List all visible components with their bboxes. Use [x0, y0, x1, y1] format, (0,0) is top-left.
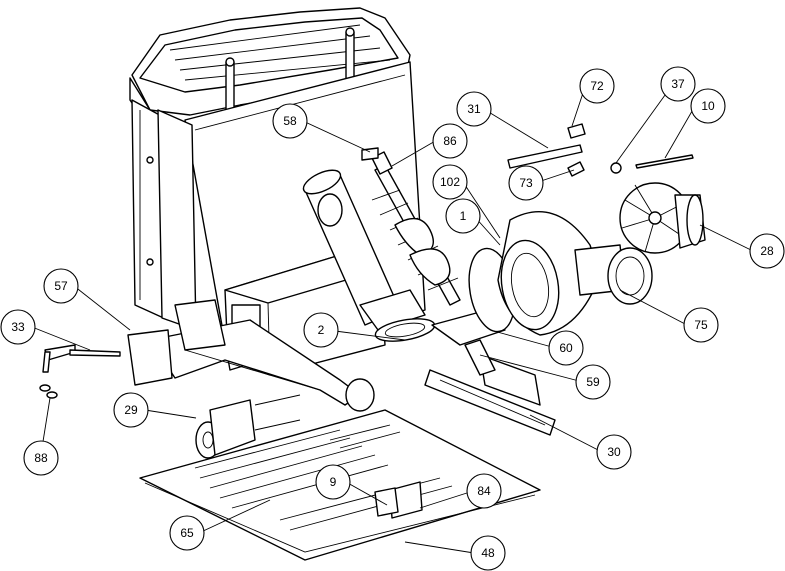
caps-88 [39, 384, 58, 399]
callout-33: 33 [0, 309, 36, 345]
callout-88: 88 [23, 440, 59, 476]
callout-57: 57 [43, 268, 79, 304]
callout-label: 65 [180, 526, 194, 540]
callout-label: 73 [519, 176, 533, 190]
base-rail [424, 339, 556, 436]
auger-screw [371, 151, 461, 306]
combustion-fan [619, 182, 706, 254]
callout-label: 57 [54, 279, 68, 293]
callout-58: 58 [272, 103, 308, 139]
small-parts [361, 123, 694, 177]
callout-30: 30 [596, 434, 632, 470]
leader-lines [31, 83, 754, 554]
callout-86: 86 [432, 123, 468, 159]
callout-label: 9 [330, 475, 337, 489]
callout-1: 1 [445, 198, 481, 234]
callout-65: 65 [169, 515, 205, 551]
callout-label: 86 [443, 134, 457, 148]
callout-label: 60 [559, 341, 573, 355]
blower-housing [468, 211, 653, 336]
callout-label: 28 [760, 244, 774, 258]
callout-label: 84 [477, 484, 491, 498]
callout-31: 31 [456, 91, 492, 127]
callout-102: 102 [432, 164, 468, 200]
callout-label: 48 [481, 546, 495, 560]
base-plate [139, 409, 541, 561]
callout-label: 59 [586, 375, 600, 389]
callout-label: 102 [440, 175, 460, 189]
callout-label: 37 [671, 77, 685, 91]
callout-label: 58 [283, 114, 297, 128]
callout-84: 84 [466, 473, 502, 509]
callout-label: 31 [467, 102, 481, 116]
callout-73: 73 [508, 165, 544, 201]
callout-label: 88 [34, 451, 48, 465]
callout-label: 75 [694, 318, 708, 332]
rod-33 [42, 344, 121, 373]
callout-48: 48 [470, 535, 506, 571]
callout-37: 37 [660, 66, 696, 102]
callout-75: 75 [683, 307, 719, 343]
bracket-57 [127, 329, 173, 386]
callout-10: 10 [690, 88, 726, 124]
callout-29: 29 [113, 392, 149, 428]
callout-label: 72 [590, 79, 604, 93]
callout-label: 2 [318, 323, 325, 337]
gear-motor [195, 394, 301, 459]
callout-label: 33 [11, 320, 25, 334]
exhaust-pipe [149, 299, 375, 412]
callout-72: 72 [579, 68, 615, 104]
callout-59: 59 [575, 364, 611, 400]
callout-label: 10 [701, 99, 715, 113]
callout-label: 30 [607, 445, 621, 459]
callout-label: 1 [460, 209, 467, 223]
callout-28: 28 [749, 233, 785, 269]
left-side-frame [131, 99, 197, 331]
callout-9: 9 [315, 464, 351, 500]
callout-60: 60 [548, 330, 584, 366]
callout-2: 2 [303, 312, 339, 348]
callout-label: 29 [124, 403, 138, 417]
